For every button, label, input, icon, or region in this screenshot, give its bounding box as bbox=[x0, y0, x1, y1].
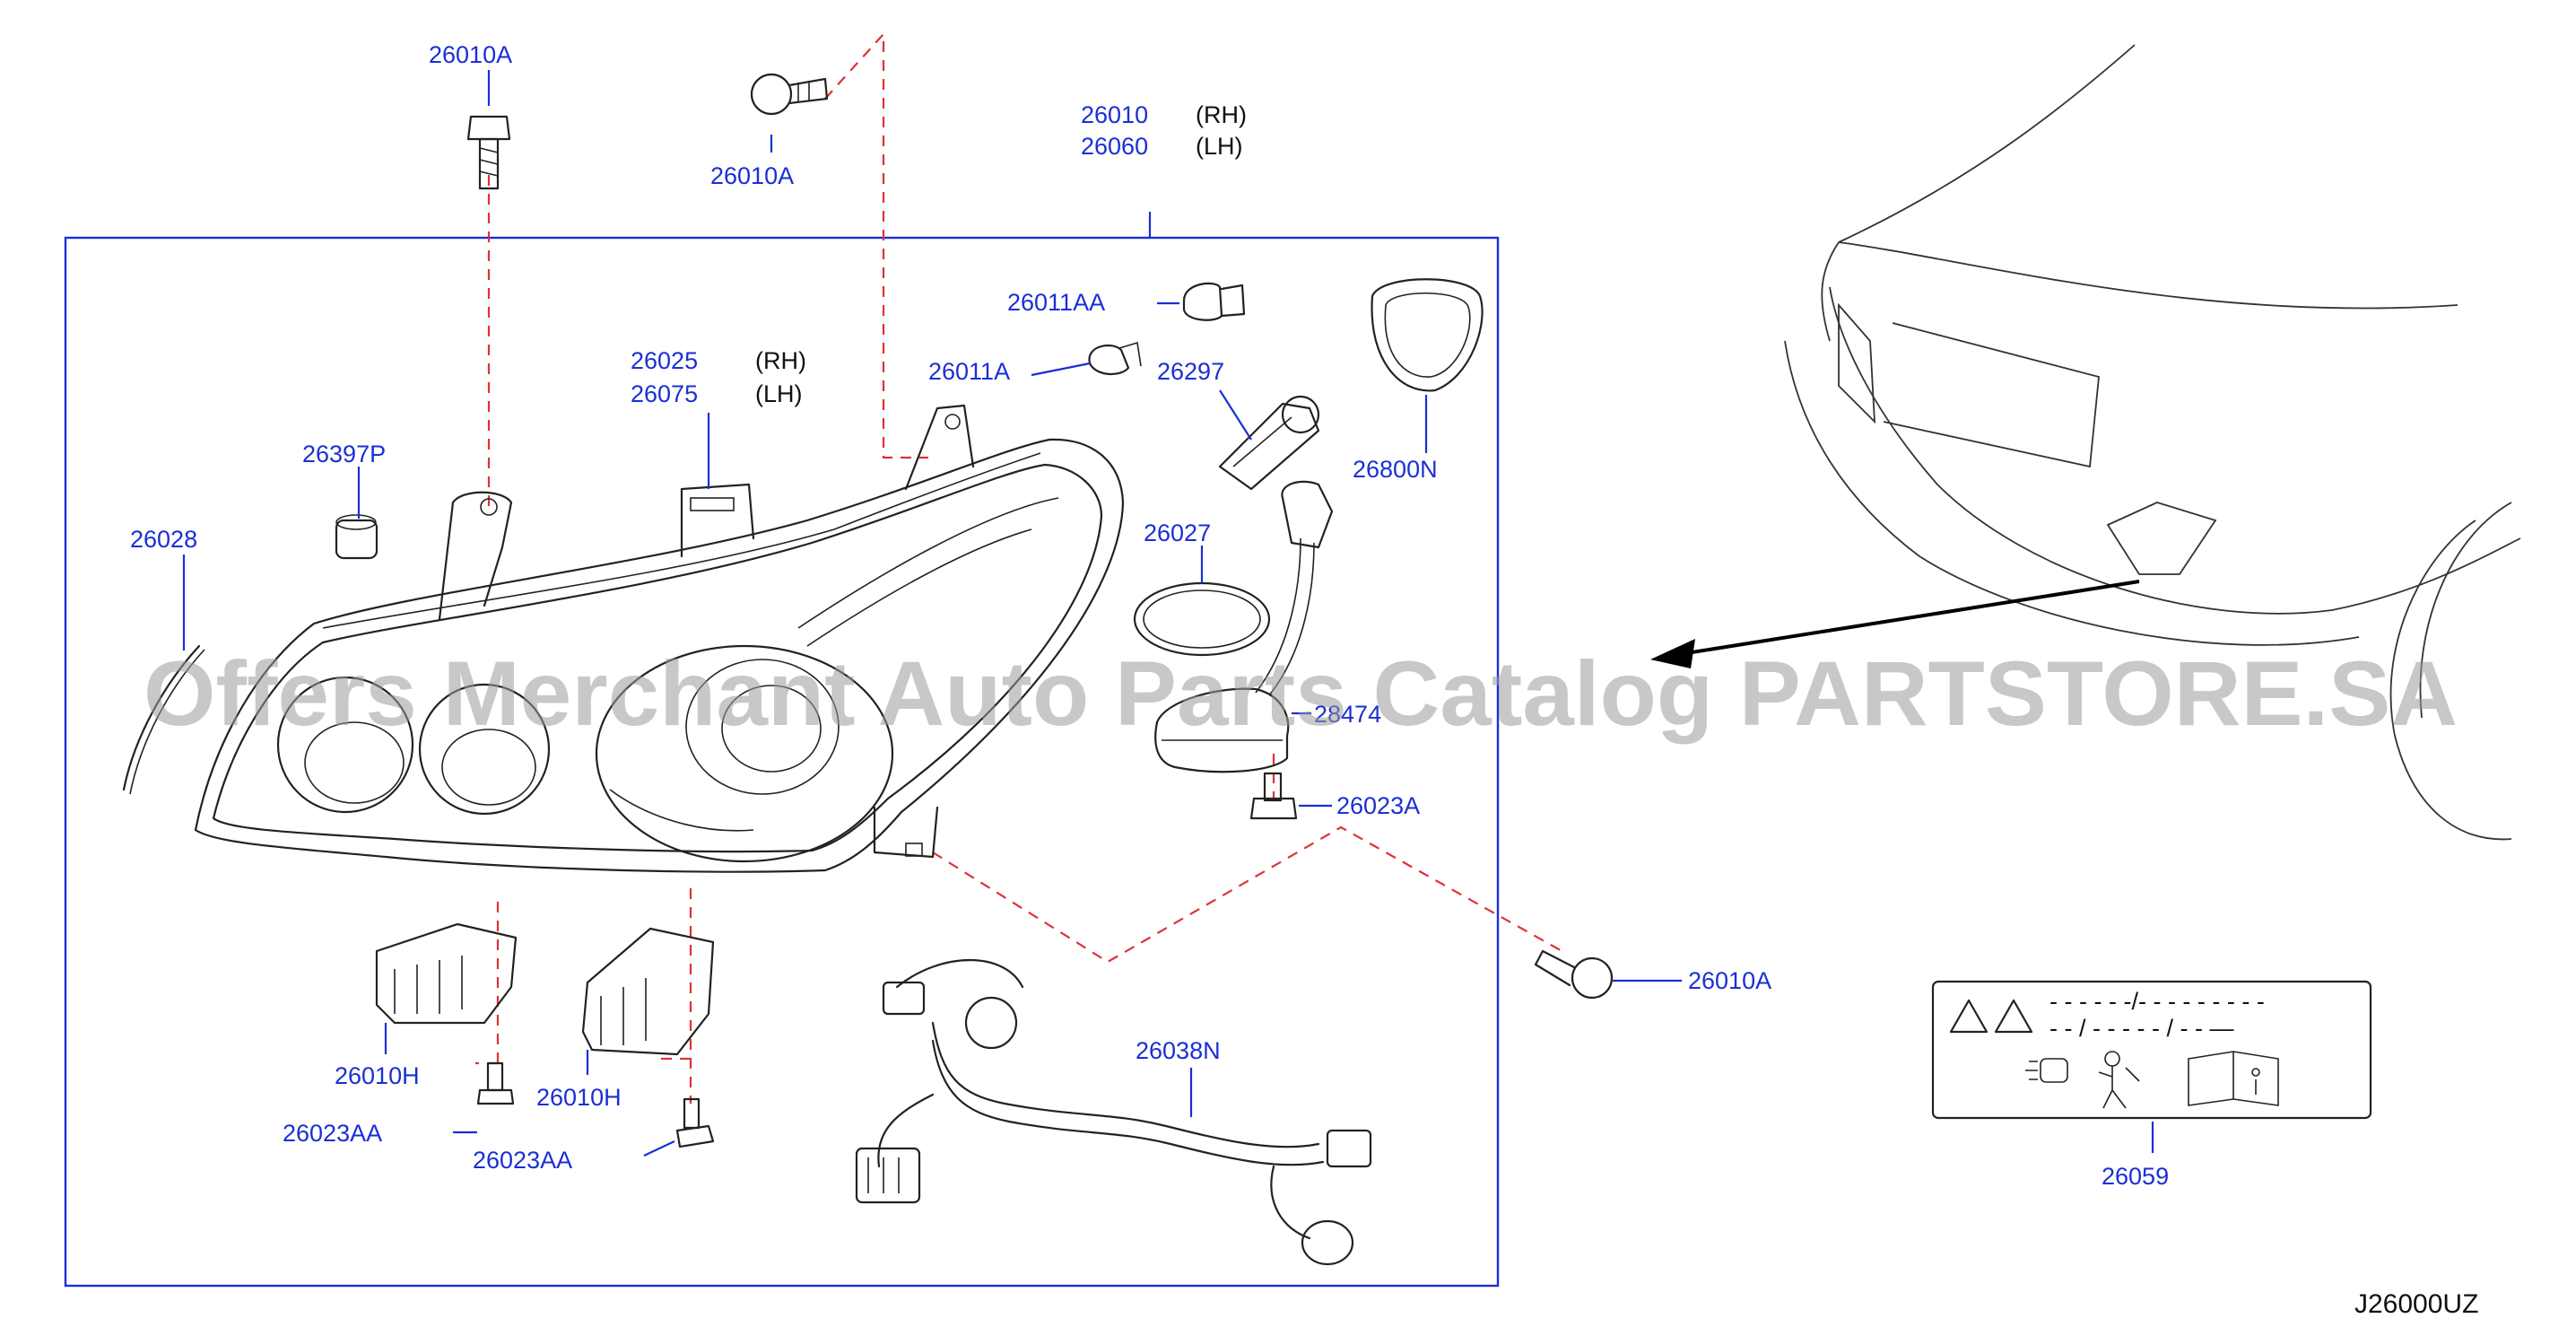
screw-26023A bbox=[1249, 772, 1298, 820]
label-26060-side: (LH) bbox=[1196, 133, 1243, 160]
cap-ring-26800N bbox=[1371, 278, 1484, 392]
warning-label-row1: - - - - - -/- - - - - - - - - bbox=[2049, 988, 2265, 1015]
manual-book-icon bbox=[2188, 1051, 2279, 1106]
label-26028: 26028 bbox=[130, 526, 197, 553]
label-26297: 26297 bbox=[1157, 358, 1224, 385]
label-26010A-mid: 26010A bbox=[710, 162, 794, 189]
cap-26397P bbox=[335, 514, 379, 560]
assembly-frame bbox=[64, 236, 1500, 1288]
screw-26010A-right bbox=[1534, 949, 1614, 1000]
label-26025-side: (RH) bbox=[755, 347, 806, 374]
label-26010H-left: 26010H bbox=[335, 1062, 420, 1089]
label-28474: 28474 bbox=[1314, 701, 1381, 728]
label-26023AA-left: 26023AA bbox=[283, 1120, 382, 1147]
callout-labels: 26010A 26010A 26010 (RH) 26060 (LH) 2601… bbox=[130, 41, 2169, 1190]
headlamp-assembly bbox=[194, 404, 1125, 873]
gasket-strip-26028 bbox=[122, 644, 201, 791]
screw-26023AA-right bbox=[675, 1097, 715, 1148]
label-26023AA-right: 26023AA bbox=[473, 1147, 572, 1174]
label-26023A: 26023A bbox=[1336, 792, 1420, 819]
label-26010: 26010 bbox=[1081, 101, 1148, 128]
bulb-26011A bbox=[1088, 341, 1142, 375]
label-26010A-top: 26010A bbox=[429, 41, 512, 68]
label-26025: 26025 bbox=[631, 347, 698, 374]
ballast-28474 bbox=[1154, 480, 1334, 773]
label-26397P: 26397P bbox=[302, 441, 386, 467]
diagram-code: J26000UZ bbox=[2354, 1289, 2478, 1319]
bulb-26011AA bbox=[1182, 282, 1246, 321]
person-icon bbox=[2104, 1051, 2120, 1067]
screw-26010A-top bbox=[466, 115, 511, 190]
hid-bulb-26297 bbox=[1218, 395, 1320, 491]
label-26010H-right: 26010H bbox=[536, 1084, 622, 1111]
label-26011AA: 26011AA bbox=[1007, 289, 1105, 316]
label-26075-side: (LH) bbox=[755, 380, 803, 407]
label-26060: 26060 bbox=[1081, 133, 1148, 160]
bracket-26010H-left bbox=[375, 922, 518, 1025]
location-arrow bbox=[1650, 580, 2140, 668]
warning-label-26059: - - - - - -/- - - - - - - - - - - / - - … bbox=[1931, 980, 2372, 1120]
leader-lines bbox=[182, 70, 2154, 1157]
headlamp-icon bbox=[2040, 1058, 2068, 1083]
screw-26023AA-left bbox=[476, 1061, 515, 1105]
label-26059: 26059 bbox=[2102, 1163, 2169, 1190]
warning-label-row2: - - / - - - - - / - - — bbox=[2049, 1015, 2233, 1042]
bracket-26010H-right bbox=[581, 927, 715, 1056]
assembly-dashed-lines bbox=[475, 31, 1566, 1104]
wiring-harness-26038N bbox=[855, 958, 1372, 1266]
label-26075: 26075 bbox=[631, 380, 698, 407]
label-26010-side: (RH) bbox=[1196, 101, 1247, 128]
label-26010A-right: 26010A bbox=[1688, 967, 1771, 994]
label-26011A: 26011A bbox=[928, 358, 1010, 385]
watermark-text: Offers Merchant Auto Parts Catalog PARTS… bbox=[144, 642, 2458, 745]
label-26027: 26027 bbox=[1144, 520, 1211, 546]
label-26038N: 26038N bbox=[1136, 1037, 1221, 1064]
screw-26010A-mid bbox=[750, 73, 829, 116]
label-26800N: 26800N bbox=[1353, 456, 1438, 483]
